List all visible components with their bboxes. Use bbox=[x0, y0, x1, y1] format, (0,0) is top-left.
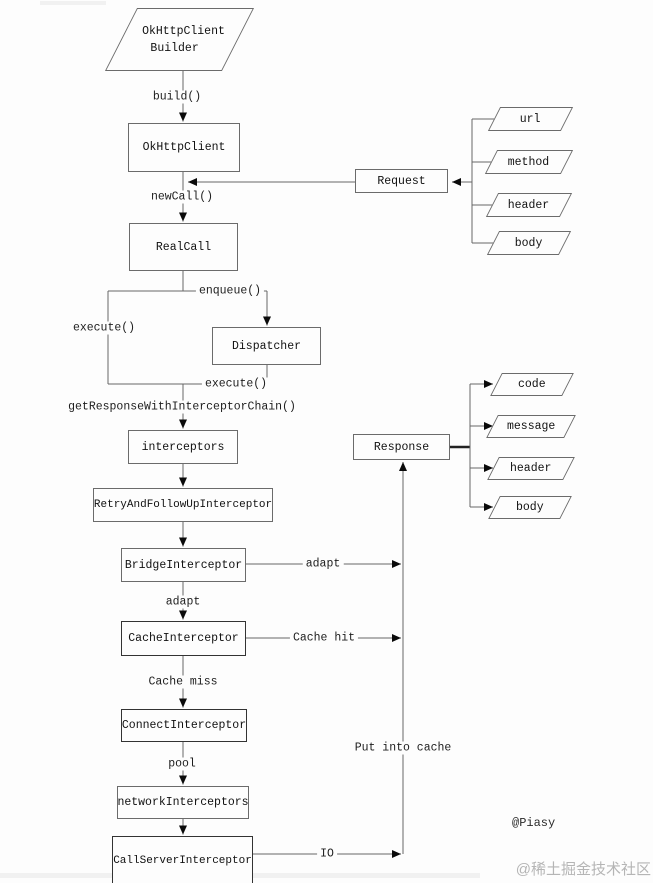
node-interceptors: interceptors bbox=[128, 430, 238, 464]
edge-label-execute-left: execute() bbox=[69, 321, 139, 335]
node-realcall: RealCall bbox=[129, 223, 238, 271]
field-response-code: code bbox=[490, 373, 574, 396]
node-bridge-interceptor: BridgeInterceptor bbox=[121, 548, 246, 582]
field-response-header: header bbox=[487, 457, 575, 480]
field-response-header-label: header bbox=[510, 462, 552, 475]
node-dispatcher: Dispatcher bbox=[212, 327, 321, 365]
node-okhttpclient-builder-line2: Builder bbox=[150, 41, 199, 55]
edge-label-pool: pool bbox=[165, 757, 199, 771]
field-request-method: method bbox=[484, 150, 574, 174]
edge-label-enqueue: enqueue() bbox=[195, 284, 265, 298]
field-request-body: body bbox=[486, 231, 572, 255]
edge-label-cache-hit: Cache hit bbox=[289, 631, 359, 645]
node-network-interceptors: networkInterceptors bbox=[117, 786, 249, 819]
node-call-server-interceptor: CallServerInterceptor bbox=[112, 836, 253, 883]
author-credit: @Piasy bbox=[512, 816, 556, 830]
node-connect-interceptor: ConnectInterceptor bbox=[121, 709, 247, 742]
node-okhttpclient-builder-line1: OkHttpClient bbox=[141, 24, 225, 38]
field-request-method-label: method bbox=[508, 155, 550, 169]
field-response-body-label: body bbox=[516, 501, 544, 514]
edge-label-execute-bottom: execute() bbox=[201, 377, 271, 391]
node-retry-and-follow-up-interceptor: RetryAndFollowUpInterceptor bbox=[93, 488, 273, 522]
edge-label-adapt-right: adapt bbox=[302, 557, 344, 571]
edge-label-newcall: newCall() bbox=[147, 190, 217, 204]
field-response-code-label: code bbox=[518, 378, 546, 391]
scan-artifact-top bbox=[40, 1, 106, 5]
edge-label-adapt-down: adapt bbox=[162, 595, 204, 609]
field-request-header-label: header bbox=[508, 198, 550, 212]
field-request-body-label: body bbox=[515, 236, 543, 250]
field-response-message-label: message bbox=[506, 420, 556, 433]
field-response-body: body bbox=[488, 496, 572, 519]
field-request-url-label: url bbox=[520, 112, 541, 126]
node-response: Response bbox=[353, 434, 450, 460]
edge-label-io: IO bbox=[317, 847, 337, 861]
field-request-header: header bbox=[485, 193, 573, 217]
node-request: Request bbox=[355, 169, 448, 193]
node-cache-interceptor: CacheInterceptor bbox=[121, 621, 246, 656]
field-request-url: url bbox=[487, 107, 574, 131]
site-watermark: @稀土掘金技术社区 bbox=[515, 861, 651, 878]
edge-label-cache-miss: Cache miss bbox=[145, 675, 221, 689]
edge-label-put-into-cache: Put into cache bbox=[351, 741, 455, 755]
field-response-message: message bbox=[486, 415, 576, 438]
edge-label-build: build() bbox=[149, 90, 205, 104]
edge-label-get-response-chain: getResponseWithInterceptorChain() bbox=[65, 400, 299, 414]
node-okhttpclient: OkHttpClient bbox=[128, 123, 240, 172]
